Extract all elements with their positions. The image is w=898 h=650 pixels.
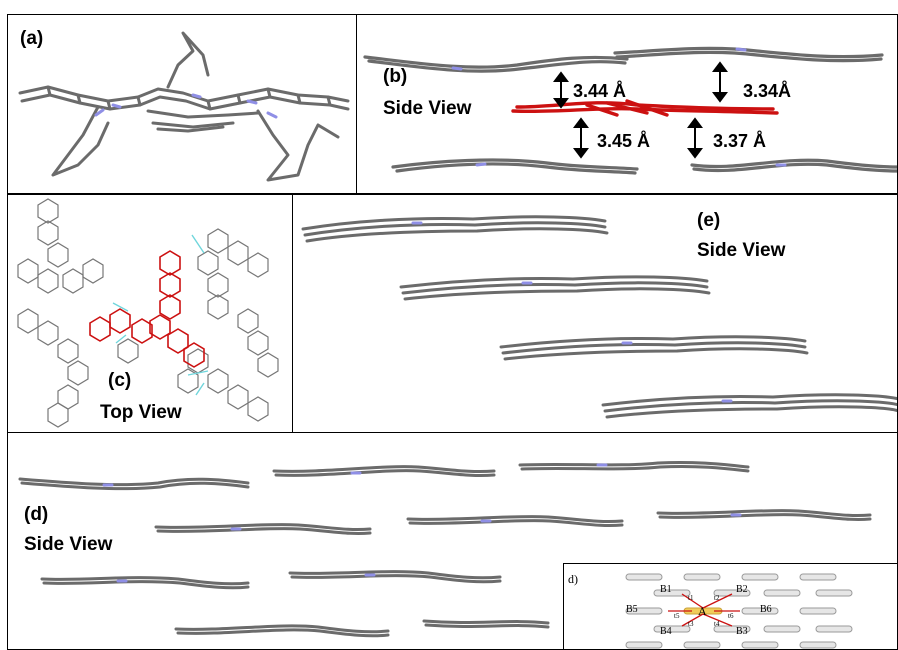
- inset-b1: B1: [660, 584, 672, 595]
- inset-b2: B2: [736, 584, 748, 595]
- distance-b-2: 3.34Å: [743, 81, 792, 101]
- inset-t1: t1: [688, 594, 694, 602]
- panel-a: (a): [7, 14, 358, 194]
- inset-diagram: d) A B1 B2 B5 B6 B4 B3 t1 t2 t3 t4 t5 t6: [563, 563, 897, 649]
- panel-e-stack: [301, 215, 897, 419]
- panel-c-network: [17, 198, 279, 428]
- panel-b-label: (b): [383, 66, 408, 87]
- panel-b-view: Side View: [383, 98, 472, 119]
- panel-d: (d) Side View d) A: [7, 432, 898, 650]
- panel-c-label: (c): [108, 370, 132, 391]
- inset-t3: t3: [688, 620, 694, 628]
- inset-b4: B4: [660, 626, 672, 637]
- distance-b-3: 3.45 Å: [597, 131, 651, 151]
- panel-c: (c) Top View: [7, 194, 294, 434]
- inset-bars: [625, 573, 853, 649]
- panel-a-label: (a): [20, 28, 44, 49]
- inset-b5: B5: [626, 604, 638, 615]
- panel-b-stack: [363, 46, 897, 175]
- panel-e: (e) Side View: [292, 194, 898, 434]
- distance-b-1: 3.44 Å: [573, 81, 627, 101]
- panel-e-label: (e): [697, 210, 721, 231]
- inset-t4: t4: [714, 620, 720, 628]
- panel-c-view: Top View: [100, 402, 182, 423]
- panel-d-stack: [18, 460, 872, 638]
- inset-t2: t2: [714, 594, 720, 602]
- panel-a-molecule: [18, 31, 350, 182]
- distance-b-4: 3.37 Å: [713, 131, 767, 151]
- inset-label: d): [568, 572, 578, 586]
- panel-b: (b) Side View 3.44 Å 3.34Å 3.45 Å 3.37 Å: [356, 14, 898, 194]
- panel-d-view: Side View: [24, 534, 113, 555]
- inset-b3: B3: [736, 626, 748, 637]
- inset-t5: t5: [674, 612, 680, 620]
- inset-center: A: [698, 604, 707, 618]
- panel-d-label: (d): [24, 504, 49, 525]
- inset-b6: B6: [760, 604, 772, 615]
- inset-t6: t6: [728, 612, 734, 620]
- panel-e-view: Side View: [697, 240, 786, 261]
